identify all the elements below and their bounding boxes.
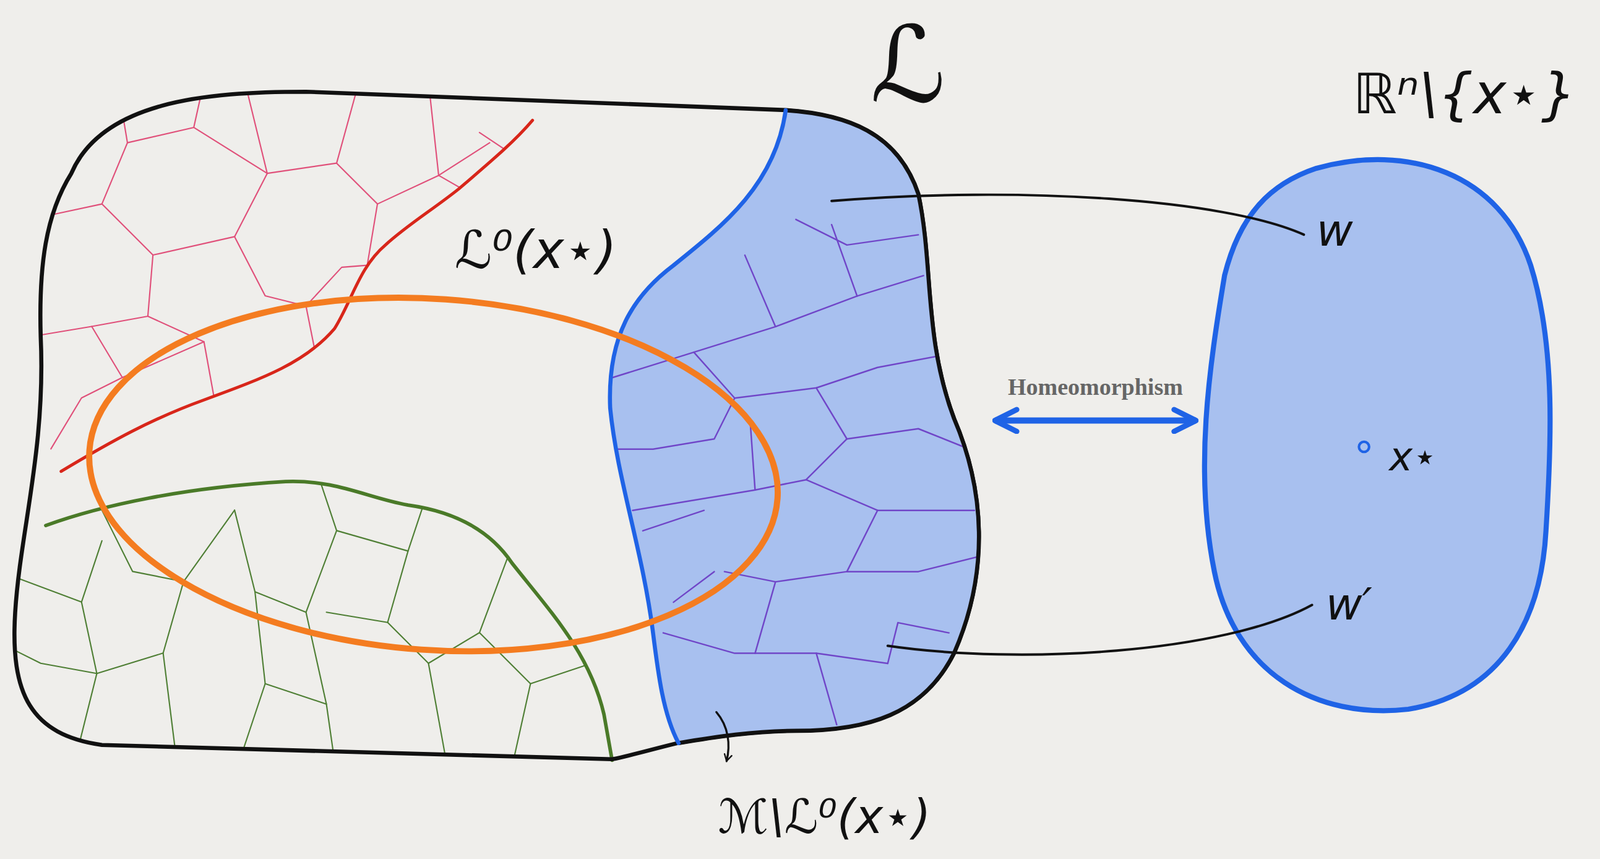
blue-blob <box>1204 159 1551 711</box>
pink-mesh-line <box>152 236 317 358</box>
purple-mesh-line <box>806 479 975 510</box>
texture-group <box>0 469 593 776</box>
green-mesh-line <box>306 612 327 705</box>
purple-mesh-line <box>693 352 960 398</box>
ellipse-outline: ℒ⁰(x⋆) <box>77 281 790 667</box>
orange-ellipse <box>77 275 791 674</box>
green-mesh-line <box>387 551 450 776</box>
region-label: ℝⁿ\{x⋆} <box>1352 61 1577 127</box>
point-label: w′ <box>1325 578 1373 630</box>
pink-mesh-line <box>336 163 378 266</box>
purple-mesh-line <box>642 510 705 531</box>
point-label: w <box>1316 204 1354 257</box>
red-curve <box>61 120 533 472</box>
region-outline: ℒℳ\ℒ⁰(x⋆)ℒ⁰(x⋆) <box>8 83 995 768</box>
blue-border <box>610 110 786 744</box>
blue-region <box>610 110 979 744</box>
green-mesh-line <box>234 469 337 613</box>
purple-mesh-line <box>831 224 857 296</box>
pink-mesh-line <box>30 81 128 220</box>
purple-mesh-line <box>632 438 848 510</box>
purple-mesh-line <box>663 581 776 653</box>
region-shading: ℳ\ℒ⁰(x⋆) <box>602 102 995 752</box>
purple-mesh-line <box>847 556 980 572</box>
pink-mesh-line <box>377 175 480 205</box>
pointer-arrow <box>716 712 729 762</box>
pink-mesh-line <box>479 122 541 153</box>
green-mesh-line <box>530 663 593 684</box>
edge-label: Homeomorphism <box>1007 373 1183 401</box>
region-outline <box>14 91 980 760</box>
leader-line <box>831 194 1304 236</box>
green-mesh-line <box>71 602 97 776</box>
purple-mesh-line <box>612 275 924 378</box>
region-label: ℒ <box>870 4 947 127</box>
leader-line <box>887 605 1313 655</box>
purple-mesh-line <box>612 397 736 449</box>
purple-mesh-line <box>887 622 950 664</box>
region-label: ℳ\ℒ⁰(x⋆) <box>718 789 932 844</box>
texture-group <box>612 219 981 725</box>
shape-outline <box>77 281 790 667</box>
point-label: x⋆ <box>1389 434 1438 481</box>
shape-outline <box>1195 144 1562 723</box>
region-label: ℒ⁰(x⋆) <box>451 220 621 281</box>
purple-mesh-line <box>816 652 837 724</box>
homeomorphism-arrow <box>994 417 1196 424</box>
green-mesh-line <box>326 612 388 623</box>
green-mesh-line <box>97 510 236 674</box>
green-mesh-line <box>163 653 179 776</box>
green-mesh-line <box>265 683 337 776</box>
point-marker <box>1358 441 1369 452</box>
pink-mesh-line <box>50 326 122 450</box>
purple-mesh-line <box>744 254 776 327</box>
purple-mesh-line <box>795 219 919 246</box>
purple-mesh-line <box>754 652 888 663</box>
region-outline <box>678 110 980 744</box>
pink-mesh-line <box>193 127 268 174</box>
shape-outline <box>602 102 995 752</box>
green-curve <box>45 481 612 760</box>
space-region: ℝⁿ\{x⋆}wx⋆w′ <box>1195 144 1562 723</box>
texture-group <box>0 81 593 776</box>
pink-mesh-line <box>267 81 359 174</box>
pink-mesh-line <box>234 81 268 237</box>
green-mesh-line <box>428 551 511 664</box>
